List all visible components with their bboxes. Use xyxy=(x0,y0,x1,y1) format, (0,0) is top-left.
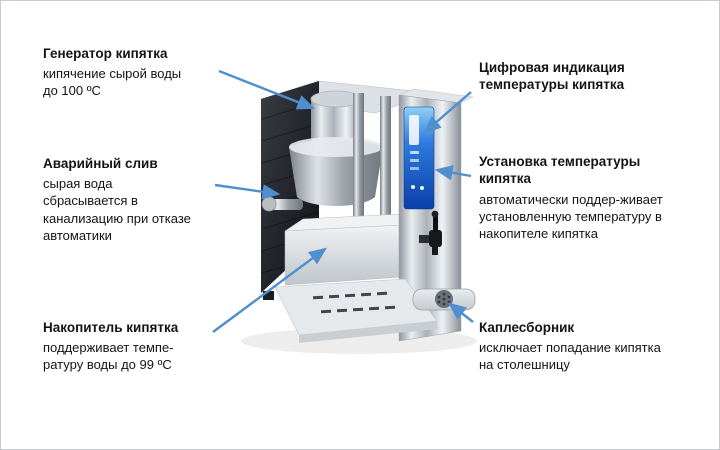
rear-panel xyxy=(261,81,319,293)
callout-emergency-drain: Аварийный слив сырая вода сбрасывается в… xyxy=(43,155,238,244)
callout-drip-tray-title: Каплесборник xyxy=(479,320,575,335)
boiler-generator xyxy=(289,90,383,206)
callout-accumulator: Накопитель кипятка поддерживает темпе- р… xyxy=(43,319,238,374)
arrow-temperature-setting xyxy=(434,165,472,181)
callout-temperature-setting-title: Установка температуры кипятка xyxy=(479,154,641,187)
arrow-digital-indication xyxy=(423,91,472,134)
arrow-drip-tray xyxy=(448,302,474,323)
callout-drip-tray: Каплесборник исключает попадание кипятка… xyxy=(479,319,694,374)
temperature-display-panel xyxy=(403,106,435,210)
callout-arrows xyxy=(212,69,474,333)
callout-temperature-setting: Установка температуры кипятка автоматиче… xyxy=(479,153,697,242)
callout-drip-tray-body: исключает попадание кипятка на столешниц… xyxy=(479,340,661,373)
callout-generator-body: кипячение сырой воды до 100 ºС xyxy=(43,66,182,99)
pipe xyxy=(353,93,364,235)
callout-emergency-drain-title: Аварийный слив xyxy=(43,156,158,171)
callout-digital-indication-title: Цифровая индикация температуры кипятка xyxy=(479,60,625,93)
base-plate xyxy=(274,278,438,343)
callout-emergency-drain-body: сырая вода сбрасывается в канализацию пр… xyxy=(43,176,191,243)
machine-shadow xyxy=(241,328,477,354)
drain-pipe xyxy=(261,196,303,212)
callout-digital-indication: Цифровая индикация температуры кипятка xyxy=(479,59,694,97)
machine-body xyxy=(260,80,476,343)
arrow-generator xyxy=(218,69,316,110)
accumulator-tank xyxy=(284,212,422,286)
pipe xyxy=(380,96,391,234)
callout-temperature-setting-body: автоматически поддер-живает установленну… xyxy=(479,191,663,241)
callout-accumulator-title: Накопитель кипятка xyxy=(43,320,179,335)
callout-accumulator-body: поддерживает темпе- ратуру воды до 99 ºС xyxy=(43,340,174,373)
right-tower xyxy=(398,88,474,342)
callout-generator-title: Генератор кипятка xyxy=(43,46,168,61)
callout-generator: Генератор кипятка кипячение сырой воды д… xyxy=(43,45,233,100)
drip-tray-part xyxy=(412,288,476,311)
tap xyxy=(419,210,442,255)
